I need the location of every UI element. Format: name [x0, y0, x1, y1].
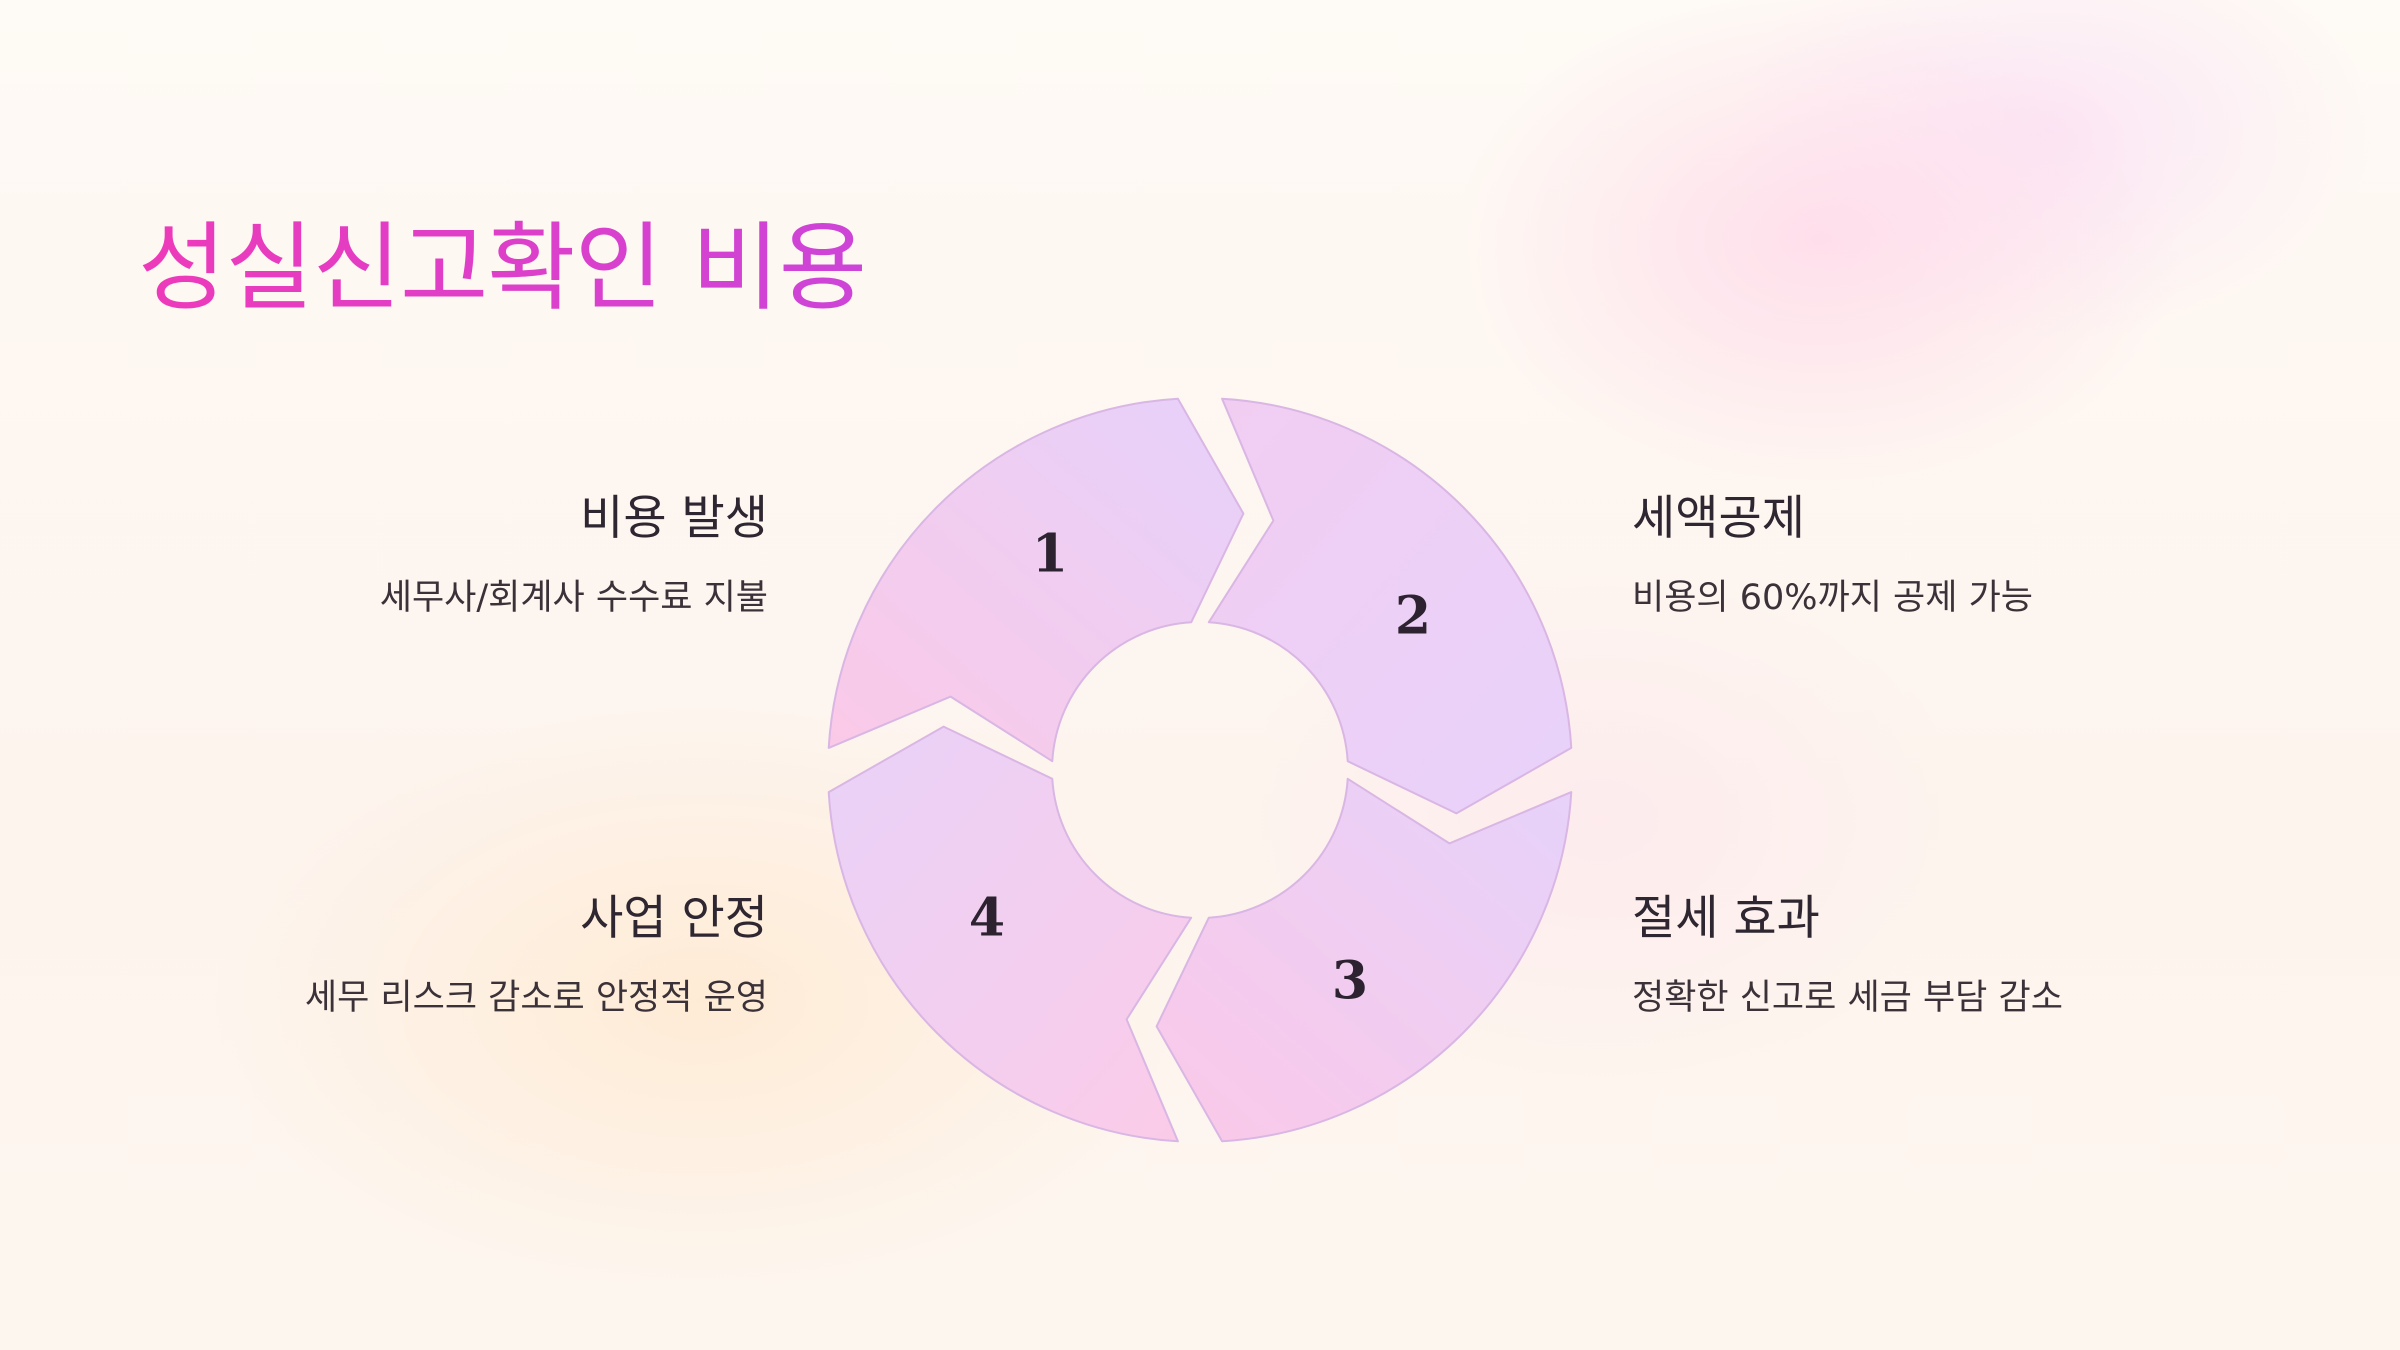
- cycle-step-number-3: 3: [1332, 951, 1368, 1012]
- cycle-description-1: 세무사/회계사 수수료 지불: [379, 578, 768, 618]
- cycle-step-number-2: 2: [1395, 586, 1431, 647]
- cycle-description-2: 비용의 60%까지 공제 가능: [1632, 578, 2033, 618]
- cycle-title-1: 비용 발생: [580, 491, 768, 546]
- page-title: 성실신고확인 비용: [138, 190, 867, 329]
- cycle-step-number-4: 4: [969, 888, 1005, 949]
- cycle-label-4: 사업 안정 세무 리스크 감소로 안정적 운영: [88, 890, 768, 1020]
- cycle-segment-1: [827, 397, 1245, 763]
- cycle-title-3: 절세 효과: [1632, 891, 1820, 946]
- cycle-label-1: 비용 발생 세무사/회계사 수수료 지불: [88, 490, 768, 620]
- cycle-description-3: 정확한 신고로 세금 부담 감소: [1632, 978, 2063, 1018]
- cycle-title-4: 사업 안정: [580, 891, 768, 946]
- cycle-numbers: 1 2 3 4: [969, 524, 1431, 1012]
- cycle-label-3: 절세 효과 정확한 신고로 세금 부담 감소: [1632, 890, 2312, 1020]
- cycle-label-2: 세액공제 비용의 60%까지 공제 가능: [1632, 490, 2312, 620]
- cycle-segment-4: [827, 725, 1193, 1143]
- cycle-segment-2: [1207, 397, 1573, 815]
- cycle-description-4: 세무 리스크 감소로 안정적 운영: [304, 978, 768, 1018]
- cycle-segment-3: [1155, 777, 1573, 1143]
- cycle-segments: [827, 397, 1573, 1143]
- cycle-step-number-1: 1: [1032, 524, 1068, 585]
- cycle-title-2: 세액공제: [1632, 491, 1805, 546]
